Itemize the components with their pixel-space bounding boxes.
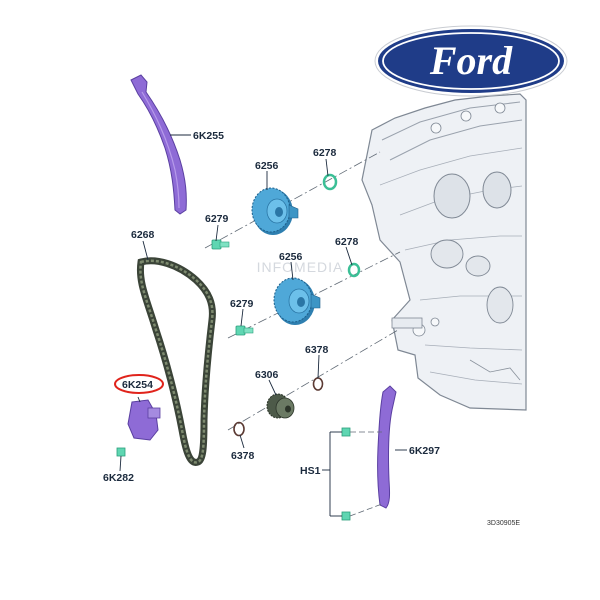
label-6279-mid: 6279 — [230, 298, 254, 310]
axis-lines — [204, 151, 401, 431]
crank-o-ring-icon — [233, 421, 245, 437]
label-6278-mid: 6278 — [335, 236, 359, 248]
tensioner-bolt-icon — [116, 447, 126, 457]
chain-tensioner-icon — [127, 399, 161, 441]
label-6279-top: 6279 — [205, 213, 229, 225]
oil-seal-icon — [322, 173, 338, 191]
camshaft-sprocket-icon — [273, 277, 321, 325]
label-6k254: 6K254 — [122, 379, 153, 391]
chain-guide-left-icon — [130, 74, 187, 215]
label-6256-mid: 6256 — [279, 251, 303, 263]
timing-chain-icon — [136, 257, 216, 466]
oil-seal-icon — [347, 262, 361, 278]
label-6278-top: 6278 — [313, 147, 337, 159]
ford-logo: Ford — [374, 25, 568, 97]
highlight-ring — [114, 374, 164, 394]
crank-o-ring-icon — [312, 377, 324, 391]
leader-lines — [119, 134, 407, 517]
crankshaft-sprocket-icon — [266, 393, 295, 419]
label-6268: 6268 — [131, 229, 155, 241]
label-6k255: 6K255 — [193, 130, 224, 142]
label-6256-top: 6256 — [255, 160, 279, 172]
watermark: INFOMEDIA — [257, 259, 344, 275]
ford-wordmark: Ford — [429, 38, 513, 83]
chain-guide-right-icon — [377, 385, 397, 509]
drawing-code: 3D30905E — [487, 520, 520, 527]
engine-block — [361, 93, 527, 411]
label-6378-left: 6378 — [231, 450, 255, 462]
sprocket-bolt-icon — [211, 239, 230, 250]
label-6k297: 6K297 — [409, 445, 440, 457]
guide-bolt-icon — [341, 503, 383, 521]
label-hs1: HS1 — [300, 465, 321, 477]
label-6378-right: 6378 — [305, 344, 329, 356]
sprocket-bolt-icon — [235, 325, 254, 336]
camshaft-sprocket-icon — [251, 187, 299, 235]
guide-bolt-icon — [341, 427, 382, 437]
label-6306: 6306 — [255, 369, 279, 381]
label-6k282: 6K282 — [103, 472, 134, 484]
